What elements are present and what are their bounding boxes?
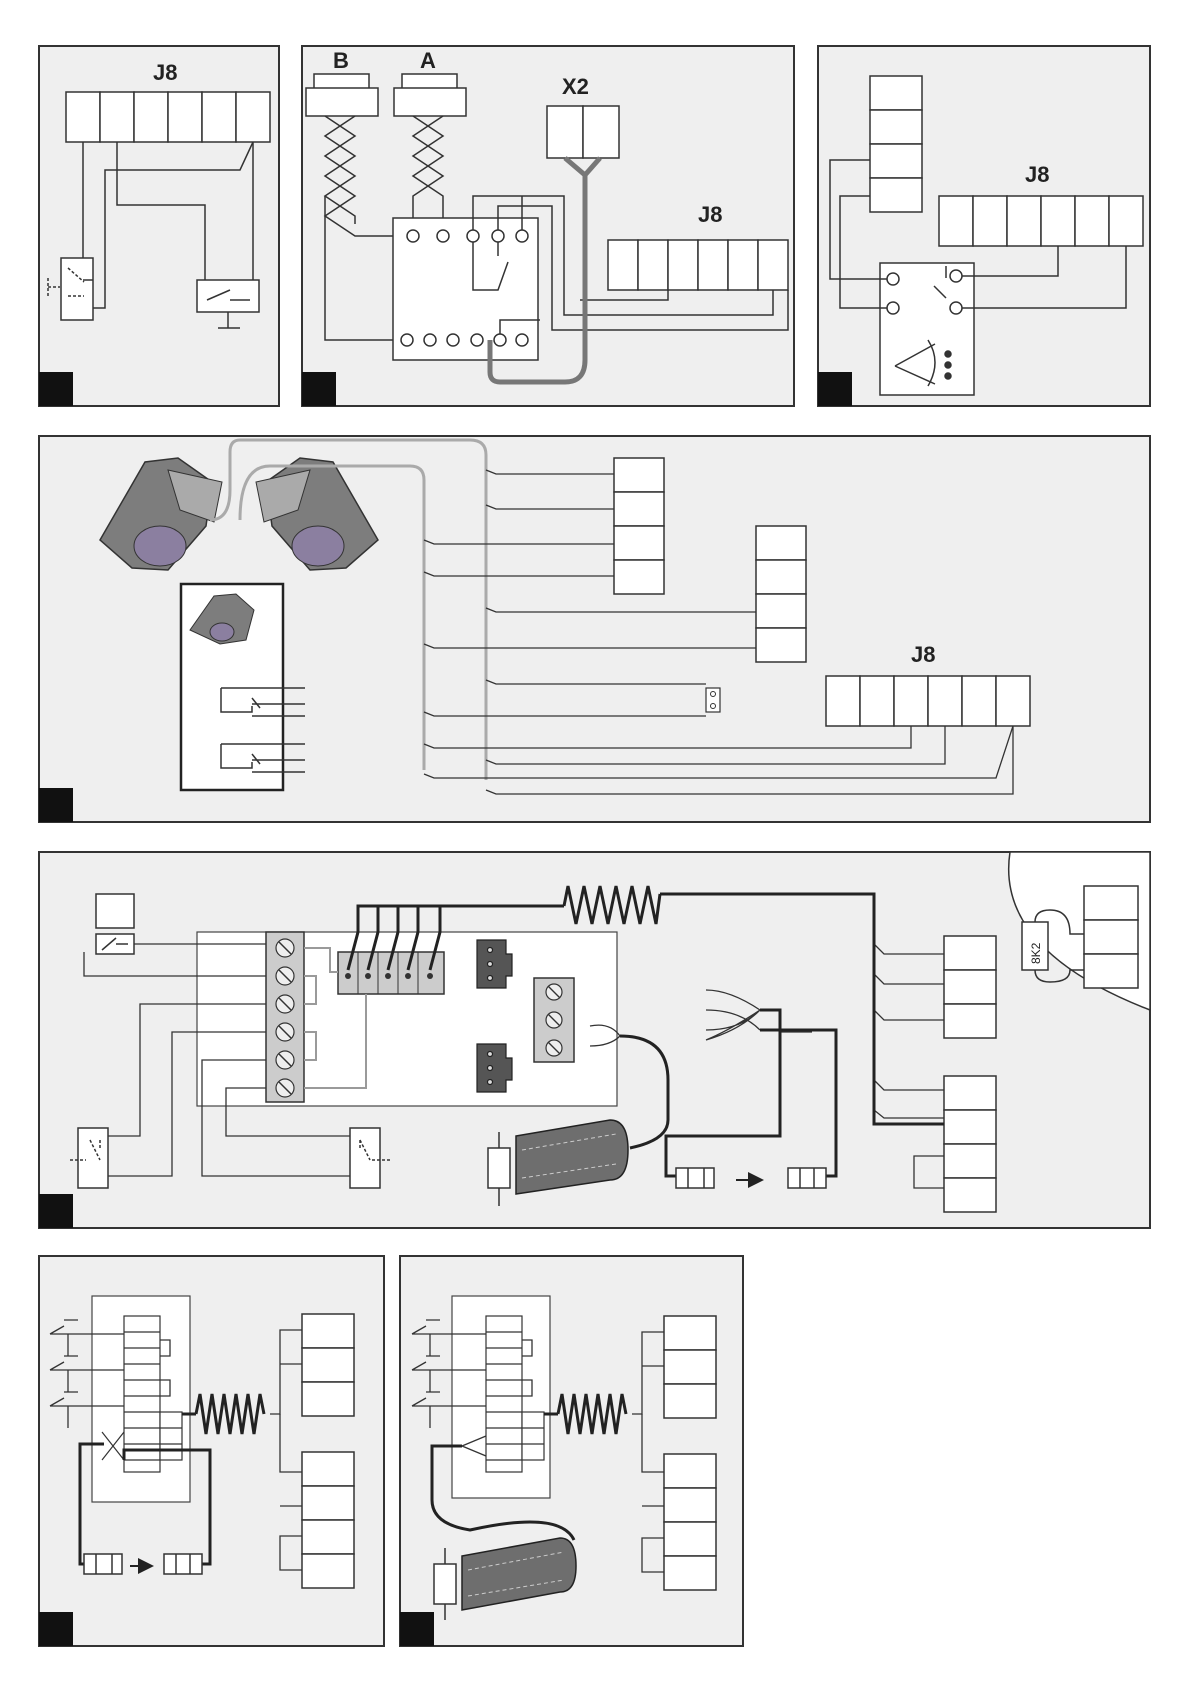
panel-4-j8-label: J8 <box>911 642 935 667</box>
panel-4-terminal-group-2 <box>756 526 806 662</box>
panel-2-device-b <box>306 74 378 116</box>
panel-6-optical-transmitter <box>84 1554 122 1574</box>
panel-5-optical-transmitter <box>676 1168 714 1188</box>
panel-2-corner-block <box>302 372 336 406</box>
panel-2-j8-terminal-block <box>608 240 788 290</box>
panel-5-corner-block <box>39 1194 73 1228</box>
panel-3-j8-terminal-block <box>939 196 1143 246</box>
panel-1-corner-block <box>39 372 73 406</box>
panel-3-j8-label: J8 <box>1025 162 1049 187</box>
panel-2-x2-label: X2 <box>562 74 589 99</box>
panel-4-corner-block <box>39 788 73 822</box>
panel-5-screw-block-3 <box>534 978 574 1062</box>
panel-1: J8 <box>39 46 279 406</box>
panel-2-device-a <box>394 74 466 116</box>
panel-1-j8-terminal-block <box>66 92 270 142</box>
panel-2-x2-connector <box>547 106 619 158</box>
panel-7 <box>400 1256 743 1646</box>
panel-5: 8K2 <box>39 852 1150 1228</box>
panel-5-terminal-group-1 <box>944 936 996 1038</box>
panel-2-b-label: B <box>333 48 349 73</box>
panel-5-optical-receiver <box>788 1168 826 1188</box>
panel-3-vertical-terminals <box>870 76 922 212</box>
panel-7-corner-block <box>400 1612 434 1646</box>
panel-4-j8-terminal-block <box>826 676 1030 726</box>
panel-7-terminal-group-2 <box>664 1454 716 1590</box>
panel-4: J8 <box>39 436 1150 822</box>
panel-6-optical-receiver <box>164 1554 202 1574</box>
panel-3-corner-block <box>818 372 852 406</box>
panel-6 <box>39 1256 384 1646</box>
panel-2-j8-label: J8 <box>698 202 722 227</box>
panel-6-corner-block <box>39 1612 73 1646</box>
panel-7-terminal-group-1 <box>664 1316 716 1418</box>
panel-2-a-label: A <box>420 48 436 73</box>
panel-2: B A X2 J8 <box>302 46 794 406</box>
panel-5-top-switch <box>96 934 134 954</box>
panel-4-terminal-group-1 <box>614 458 664 594</box>
panel-5-top-box <box>96 894 134 928</box>
panel-5-8k2-label: 8K2 <box>1029 942 1043 964</box>
panel-6-terminal-group-2 <box>302 1452 354 1588</box>
panel-4-resistor <box>706 688 720 712</box>
panel-5-screw-terminal-strip <box>266 932 304 1102</box>
panel-3: J8 <box>818 46 1150 406</box>
panel-1-j8-label: J8 <box>153 60 177 85</box>
panel-5-terminal-group-2 <box>944 1076 996 1212</box>
panel-6-terminal-group-1 <box>302 1314 354 1416</box>
